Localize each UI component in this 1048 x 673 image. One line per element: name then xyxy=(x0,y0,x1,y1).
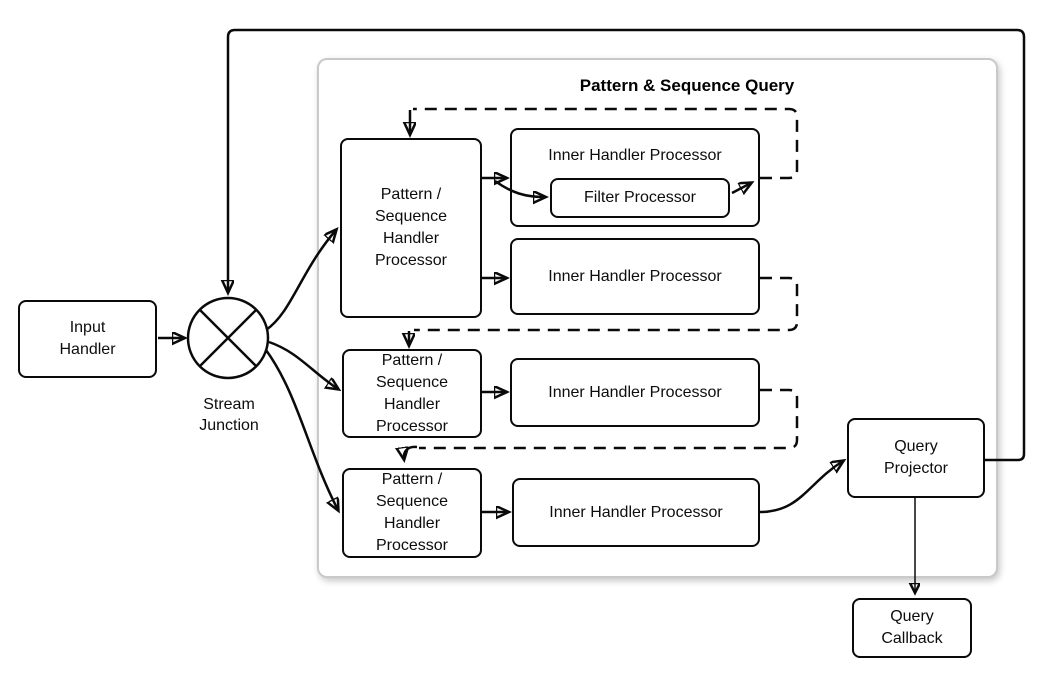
inner-handler-processor-3: Inner Handler Processor xyxy=(510,358,760,427)
inner-handler-processor-4: Inner Handler Processor xyxy=(512,478,760,547)
inner-handler-processor-2: Inner Handler Processor xyxy=(510,238,760,315)
query-group-title: Pattern & Sequence Query xyxy=(579,76,795,95)
filter-processor-node: Filter Processor xyxy=(550,178,730,218)
pattern-sequence-handler-processor-1: Pattern / Sequence Handler Processor xyxy=(340,138,482,318)
input-handler-node: Input Handler xyxy=(18,300,157,378)
query-callback-node: Query Callback xyxy=(852,598,972,658)
stream-junction-label: Stream Junction xyxy=(199,396,259,434)
pattern-sequence-handler-processor-2: Pattern / Sequence Handler Processor xyxy=(342,349,482,438)
stream-junction-icon xyxy=(186,296,270,380)
query-projector-node: Query Projector xyxy=(847,418,985,498)
pattern-sequence-handler-processor-3: Pattern / Sequence Handler Processor xyxy=(342,468,482,558)
